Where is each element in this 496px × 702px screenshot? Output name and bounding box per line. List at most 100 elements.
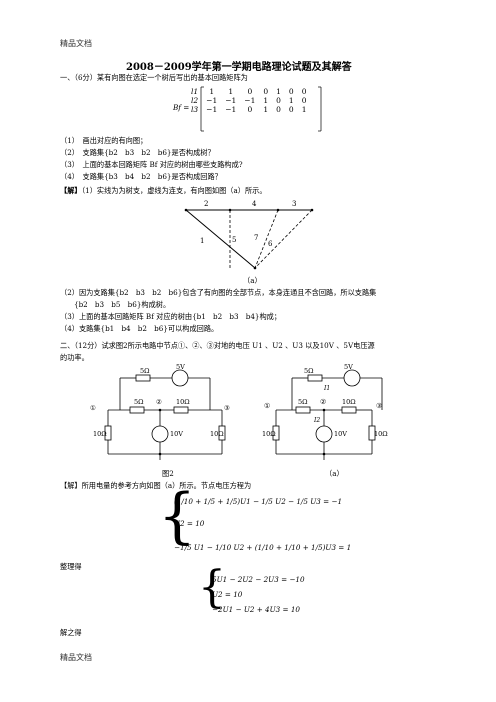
- graph-node: [228, 208, 232, 212]
- matrix-table: l1 1 1 0 0 1 0 0 l2 −1 −1 −1 1 0 1 0 l3: [187, 87, 310, 114]
- node-1-label: ①: [90, 404, 96, 412]
- q1-item-3: （3） 上面的基本回路矩阵 Bf 对应的树由哪些支路构成?: [60, 160, 243, 169]
- cell: 1: [209, 87, 215, 96]
- q1-item-2: （2） 支路集{b2 b3 b2 b6}是否构成树？: [60, 148, 215, 157]
- node-equation-3: −1/5 U1 − 1/10 U2 + (1/10 + 1/10 + 1/5)U…: [174, 543, 352, 552]
- branch-line: [185, 209, 256, 269]
- q2-intro: 二、（12分）试求图2所示电路中节点①、②、③对地的电压 U1 、U2 、U3 …: [60, 341, 375, 350]
- system-eq-2: U2 = 10: [212, 590, 243, 599]
- r5-label: 5Ω: [140, 367, 150, 375]
- link-line: [254, 209, 279, 269]
- r10-label: 10Ω: [262, 430, 276, 438]
- graph-node: [253, 266, 257, 270]
- q1-item-4: （4） 支路集{b3 b4 b2 b6}是否构成回路？: [60, 172, 222, 181]
- cell: 0: [301, 96, 307, 105]
- cell: 1: [276, 87, 281, 96]
- fig-a-caption: （a）: [243, 276, 262, 285]
- cell: 1: [263, 105, 269, 114]
- cell: 0: [263, 87, 269, 96]
- cell: −1: [206, 105, 218, 114]
- page-header: 精品文档: [60, 39, 92, 48]
- answer-head: 【解】: [60, 186, 82, 195]
- link-line: [254, 209, 313, 269]
- r10-label: 10Ω: [374, 430, 388, 438]
- matrix-brackets: [200, 86, 322, 132]
- v10-label: 10V: [170, 430, 183, 438]
- system-eq-1: 5U1 − 2U2 − 2U3 = −10: [212, 575, 305, 584]
- v5-label: 5V: [344, 364, 353, 371]
- q1-answer-3: （3）上面的基本回路矩阵 Bf 对应的树由{b1 b2 b3 b4}构成；: [60, 312, 282, 321]
- q1-intro: 一、（6分）某有向图在选定一个树后写出的基本回路矩阵为: [60, 73, 248, 82]
- fig-a-caption-2: （a）: [325, 469, 344, 478]
- graph-node: [184, 208, 188, 212]
- branch-label: 2: [204, 200, 208, 208]
- r10-label: 10Ω: [342, 398, 356, 406]
- basic-loop-matrix: Bf = l1 1 1 0 0 1 0 0 l2 −1 −1 −1 1 0 1 …: [173, 85, 325, 137]
- directed-graph-figure: 2 4 3 1 5 6 7: [184, 200, 314, 270]
- r5-label: 5Ω: [298, 398, 308, 406]
- node-2-label: ②: [156, 398, 162, 406]
- cell: 0: [288, 87, 294, 96]
- equation-brace: {: [198, 562, 226, 613]
- r5-label: 5Ω: [134, 398, 144, 406]
- branch-label: 1: [200, 237, 204, 245]
- matrix-row: l3 −1 −1 0 1 0 0 1: [187, 105, 310, 114]
- cell: 0: [247, 105, 253, 114]
- node-3-label: ③: [376, 402, 382, 410]
- solve-label: 解之得: [60, 628, 82, 637]
- q1-answer-2b: {b2 b3 b5 b6}构成树。: [74, 300, 171, 309]
- branch-label: 5: [232, 236, 236, 244]
- graph-node: [276, 208, 280, 212]
- matrix-row: l1 1 1 0 0 1 0 0: [187, 87, 310, 96]
- cell: −1: [244, 96, 256, 105]
- r10-label: 10Ω: [210, 430, 224, 438]
- q1-answer-4: （4）支路集{b1 b4 b2 b6}可以构成回路。: [60, 324, 219, 333]
- cell: −1: [225, 96, 237, 105]
- cell: 0: [276, 96, 281, 105]
- cell: 0: [288, 105, 294, 114]
- v10-label: 10V: [334, 430, 347, 438]
- row-label: l2: [191, 96, 199, 105]
- cell: 1: [301, 105, 307, 114]
- matrix-label: Bf =: [173, 103, 190, 112]
- r10-label: 10Ω: [93, 430, 107, 438]
- system-eq-3: −2U1 − U2 + 4U3 = 10: [212, 605, 300, 614]
- v5-label: 5V: [176, 364, 185, 371]
- page-title: 2008－2009学年第一学期电路理论试题及其解答: [126, 62, 352, 73]
- page-footer: 精品文档: [60, 653, 92, 662]
- node-3-label: ③: [224, 404, 230, 412]
- cell: 1: [263, 96, 269, 105]
- q1-item-1: （1） 画出对应的有向图；: [60, 136, 148, 145]
- r10-label: 10Ω: [176, 398, 190, 406]
- q1-answer-2: （2）因为支路集{b2 b3 b2 b6}包含了有向图的全部节点，本身连通且不含…: [60, 288, 377, 297]
- circuit-figure-a: 5Ω 5V I1 5Ω 10Ω I2 10Ω 10Ω 10V ① ② ③: [262, 364, 388, 460]
- circuit-figure-2: 5Ω 5V 5Ω 10Ω 10Ω 10Ω 10V ① ② ③: [90, 364, 230, 460]
- equation-brace: {: [158, 481, 197, 551]
- node-2-label: ②: [320, 398, 326, 406]
- q2-answer: 【解】所用电量的参考方向如图（a）所示。节点电压方程为: [60, 481, 252, 490]
- tidy-label: 整理得: [60, 562, 82, 571]
- cell: −1: [206, 96, 218, 105]
- node-dot: [158, 408, 162, 412]
- graph-node: [310, 208, 314, 212]
- matrix-row: l2 −1 −1 −1 1 0 1 0: [187, 96, 310, 105]
- branch-label: 7: [254, 234, 258, 242]
- branch-label: 6: [268, 240, 273, 248]
- branch-label: 3: [292, 200, 296, 208]
- fig-2-caption: 图2: [162, 469, 174, 478]
- i2-label: I2: [313, 417, 320, 424]
- branch-label: 4: [252, 200, 257, 208]
- row-label: l1: [191, 87, 199, 96]
- r5-label: 5Ω: [304, 367, 314, 375]
- node-equation-1: (1/10 + 1/5 + 1/5)U1 − 1/5 U2 − 1/5 U3 =…: [174, 497, 343, 506]
- q1-answer-1: 【解】（1）实线为为树支，虚线为连支，有向图如图（a）所示。: [60, 186, 267, 196]
- cell: 0: [247, 87, 253, 96]
- cell: 1: [228, 87, 234, 96]
- node-dot: [322, 408, 326, 412]
- cell: 0: [276, 105, 281, 114]
- node-equation-2: U2 = 10: [174, 519, 205, 528]
- row-label: l3: [191, 105, 199, 114]
- i1-label: I1: [323, 385, 330, 392]
- answer-text: （1）实线为为树支，虚线为连支，有向图如图（a）所示。: [81, 186, 267, 195]
- cell: 0: [301, 87, 307, 96]
